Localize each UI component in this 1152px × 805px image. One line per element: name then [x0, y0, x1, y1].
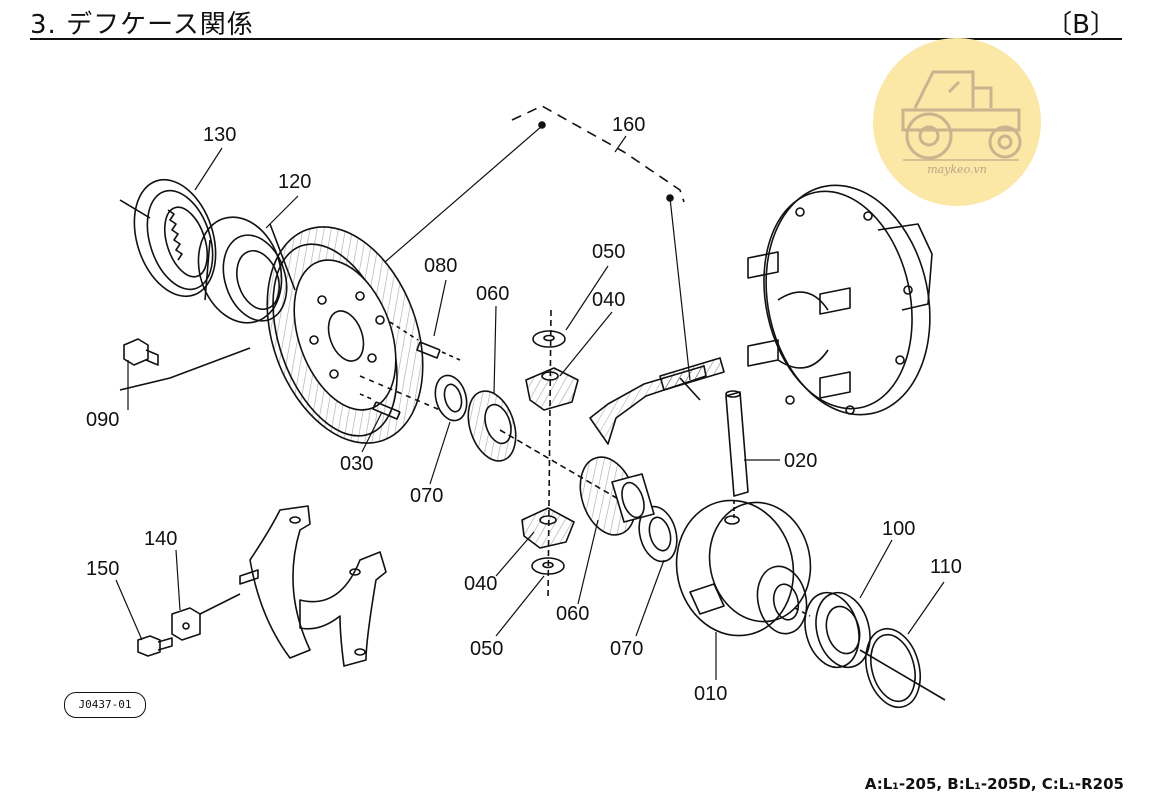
callout-160: 160 — [612, 114, 645, 136]
tractor-icon — [901, 70, 1022, 161]
callout-010: 010 — [694, 683, 727, 705]
header-rule — [30, 38, 1122, 40]
page-title: 3. デフケース関係 — [30, 10, 254, 40]
drive-pinion-shaft — [589, 357, 725, 445]
side-gear-axis-line — [499, 429, 621, 501]
differential-case-010 — [675, 499, 812, 637]
leader-lines — [115, 125, 945, 680]
pinion-axis-line — [547, 309, 552, 601]
shift-fork — [199, 505, 387, 667]
callout-100: 100 — [882, 518, 915, 540]
callout-070-right: 070 — [610, 638, 643, 660]
watermark-text: maykeo.vn — [927, 163, 987, 176]
callout-050-top: 050 — [592, 241, 625, 263]
bolt-090 — [119, 338, 251, 391]
snap-ring-110 — [859, 627, 946, 709]
callout-060-top: 060 — [476, 283, 509, 305]
callout-050-bottom: 050 — [470, 638, 503, 660]
pin-030 — [359, 375, 441, 420]
pinion-gear-040-bottom — [521, 507, 575, 549]
callout-150: 150 — [86, 558, 119, 580]
callout-040-bottom: 040 — [464, 573, 497, 595]
lock-block-140 — [171, 607, 201, 641]
watermark-logo: maykeo.vn — [873, 38, 1041, 206]
callout-120: 120 — [278, 171, 311, 193]
page-header: 3. デフケース関係 〔B〕 — [30, 0, 1122, 40]
ring-gear — [266, 226, 424, 444]
callout-070-left: 070 — [410, 485, 443, 507]
bolt-150 — [137, 635, 173, 657]
side-gear-060-right — [579, 456, 655, 536]
assembly-160-bracket — [511, 105, 685, 203]
callout-090: 090 — [86, 409, 119, 431]
bearing-100 — [804, 591, 871, 669]
assembly-160-dot-left — [538, 121, 546, 129]
pinion-gear-040-top — [525, 367, 579, 411]
washer-050-top — [532, 330, 566, 348]
image-code-badge: J0437-01 — [64, 692, 146, 718]
model-applicability: A:L₁-205, B:L₁-205D, C:L₁-R205 — [864, 775, 1124, 793]
callout-130: 130 — [203, 124, 236, 146]
callout-140: 140 — [144, 528, 177, 550]
pin-080 — [389, 321, 461, 361]
callout-020: 020 — [784, 450, 817, 472]
variant-label: 〔B〕 — [1046, 10, 1116, 40]
oil-seal-130 — [119, 178, 217, 298]
callout-040-top: 040 — [592, 289, 625, 311]
callout-080: 080 — [424, 255, 457, 277]
callout-030: 030 — [340, 453, 373, 475]
washer-070-left — [434, 374, 468, 422]
side-gear-060-left — [467, 390, 517, 462]
differential-case-cover — [747, 184, 933, 416]
callout-060-bottom: 060 — [556, 603, 589, 625]
callout-110: 110 — [930, 556, 962, 578]
